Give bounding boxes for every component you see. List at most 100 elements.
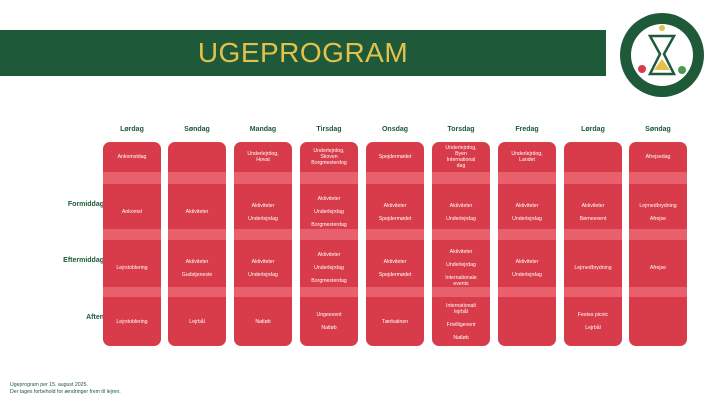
row-divider <box>564 287 622 297</box>
row-divider <box>629 229 687 240</box>
footer-line-date: Ugeprogram per 15. august 2025. <box>10 382 88 388</box>
row-divider <box>103 287 161 297</box>
activity-label: Natløb <box>255 318 271 325</box>
row-divider <box>234 172 292 184</box>
day-header: Tirsdag <box>316 126 342 133</box>
activity-label: Ankomst <box>121 209 143 215</box>
schedule-cell-top: Ankomstdag <box>103 142 161 172</box>
activity-label: Underlejrdag <box>314 265 344 271</box>
row-divider <box>168 172 226 184</box>
activity-label: Underlejrdog, Byen International dag <box>445 145 477 169</box>
title-banner <box>0 30 606 76</box>
activity-label: Aktiviteter <box>515 202 539 209</box>
schedule-cell-eftermiddag: Afrejse <box>629 240 687 296</box>
row-divider <box>629 287 687 297</box>
activity-label: Lejrnedbrydning <box>639 202 677 209</box>
activity-label: Spejdermødet <box>378 154 412 160</box>
activity-label: Aktiviteter <box>383 202 407 209</box>
activity-label: Spejdermødet <box>378 271 412 278</box>
schedule-cell-aften: Lejrbål <box>168 297 226 346</box>
schedule-cell-aften <box>629 297 687 346</box>
activity-label: Aktiviteter <box>449 202 473 209</box>
activity-label: Underlejrdog, Landet <box>511 151 543 163</box>
activity-label: Aktiviteter <box>185 258 209 265</box>
schedule-cell-formiddag: Ankomst <box>103 184 161 240</box>
activity-label: Tærkatinen <box>381 318 409 325</box>
activity-label: Underlejrdog, Skoven Borgmesterdog <box>311 148 347 166</box>
row-divider <box>103 172 161 184</box>
activity-label: Borgmesterdag <box>311 222 347 228</box>
row-divider <box>103 229 161 240</box>
activity-label: Afrejsedag <box>645 154 671 160</box>
day-header: Torsdag <box>447 126 475 133</box>
row-divider <box>498 287 556 297</box>
activity-label: Natløb <box>321 325 337 331</box>
row-divider <box>366 172 424 184</box>
row-divider <box>234 287 292 297</box>
day-header: Søndag <box>645 126 671 133</box>
activity-label: Aktiviteter <box>317 252 341 258</box>
row-divider <box>432 287 490 297</box>
day-header: Mandag <box>249 126 277 133</box>
activity-label: Børneevent <box>579 215 607 222</box>
period-label-formiddag: Formiddag <box>67 201 104 208</box>
activity-label: Gudstjeneste <box>181 271 213 278</box>
activity-label: Afrejse <box>649 215 667 222</box>
activity-label: Underlejrdag <box>314 209 344 215</box>
activity-label: Borgmesterdag <box>311 278 347 284</box>
row-divider <box>366 287 424 297</box>
activity-label: Ungeevent <box>316 312 342 318</box>
row-divider <box>300 287 358 297</box>
schedule-cell-top: Spejdermødet <box>366 142 424 172</box>
activity-label: Spejdermødet <box>378 215 412 222</box>
row-divider <box>564 172 622 184</box>
activity-label: Underlejrdag <box>446 215 476 222</box>
activity-label: Lejrbål <box>189 318 205 325</box>
activity-label: Ankomstdag <box>117 154 147 160</box>
period-label-eftermiddag: Eftermiddag <box>63 257 104 264</box>
page-title: UGEPROGRAM <box>197 37 409 68</box>
row-divider <box>168 287 226 297</box>
activity-label: Aktiviteter <box>185 209 209 215</box>
activity-label: Internationalt lejrbål <box>446 302 476 315</box>
activity-label: Underlejrdag <box>446 262 476 268</box>
activity-label: Aktiviteter <box>251 202 275 209</box>
activity-label: Aktiviteter <box>383 258 407 265</box>
row-divider <box>432 229 490 240</box>
activity-label: Underlejrdag <box>512 271 542 278</box>
row-divider <box>366 229 424 240</box>
day-header: Lørdag <box>581 126 605 133</box>
day-header: Fredag <box>515 126 539 133</box>
activity-label: Underlejrdag <box>512 215 542 222</box>
activity-label: Underlejrdag <box>248 271 278 278</box>
activity-label: Aktiviteter <box>581 202 605 209</box>
footer-note: Ugeprogram per 15. august 2025. Der tage… <box>10 382 121 396</box>
row-divider <box>498 172 556 184</box>
schedule-cell-formiddag: Aktiviteter <box>168 184 226 240</box>
schedule-cell-eftermiddag: Lejrnedbrydning <box>564 240 622 296</box>
footer-line-disclaimer: Der tages forbehold for ændringer frem t… <box>10 389 121 395</box>
row-divider <box>629 172 687 184</box>
activity-label: Frivilligevent <box>446 321 476 328</box>
activity-label: Lejrstoblering <box>116 265 148 271</box>
row-divider <box>300 172 358 184</box>
schedule-cell-aften: Tærkatinen <box>366 297 424 346</box>
day-header: Søndag <box>184 126 210 133</box>
row-divider <box>168 229 226 240</box>
